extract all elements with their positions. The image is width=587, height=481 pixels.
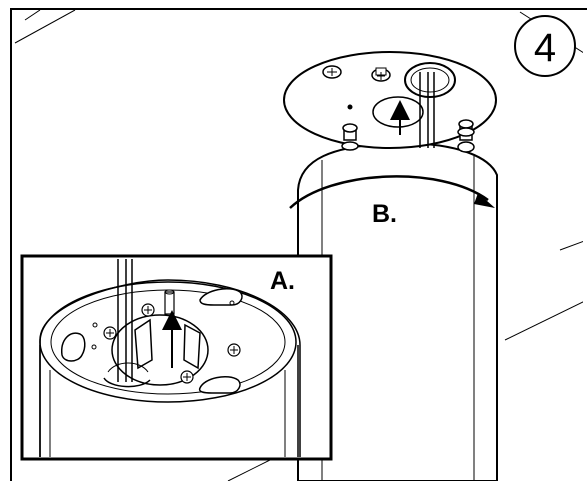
label-a: A. (270, 267, 295, 295)
label-b: B. (372, 200, 397, 228)
plate-screw-left (322, 65, 342, 79)
page-frame (10, 8, 587, 481)
standoff-screw-left (341, 123, 359, 151)
plate-screw-mid (371, 67, 391, 82)
rotation-arrow-b (289, 175, 495, 209)
step-number: 4 (534, 26, 556, 70)
inset-screws (103, 303, 241, 384)
inset-detail-a: A. (20, 254, 333, 461)
cable-hole (404, 62, 456, 98)
step-number-badge: 4 (514, 15, 576, 77)
standoff-screw-right (457, 119, 475, 153)
mounting-plate (283, 51, 497, 153)
